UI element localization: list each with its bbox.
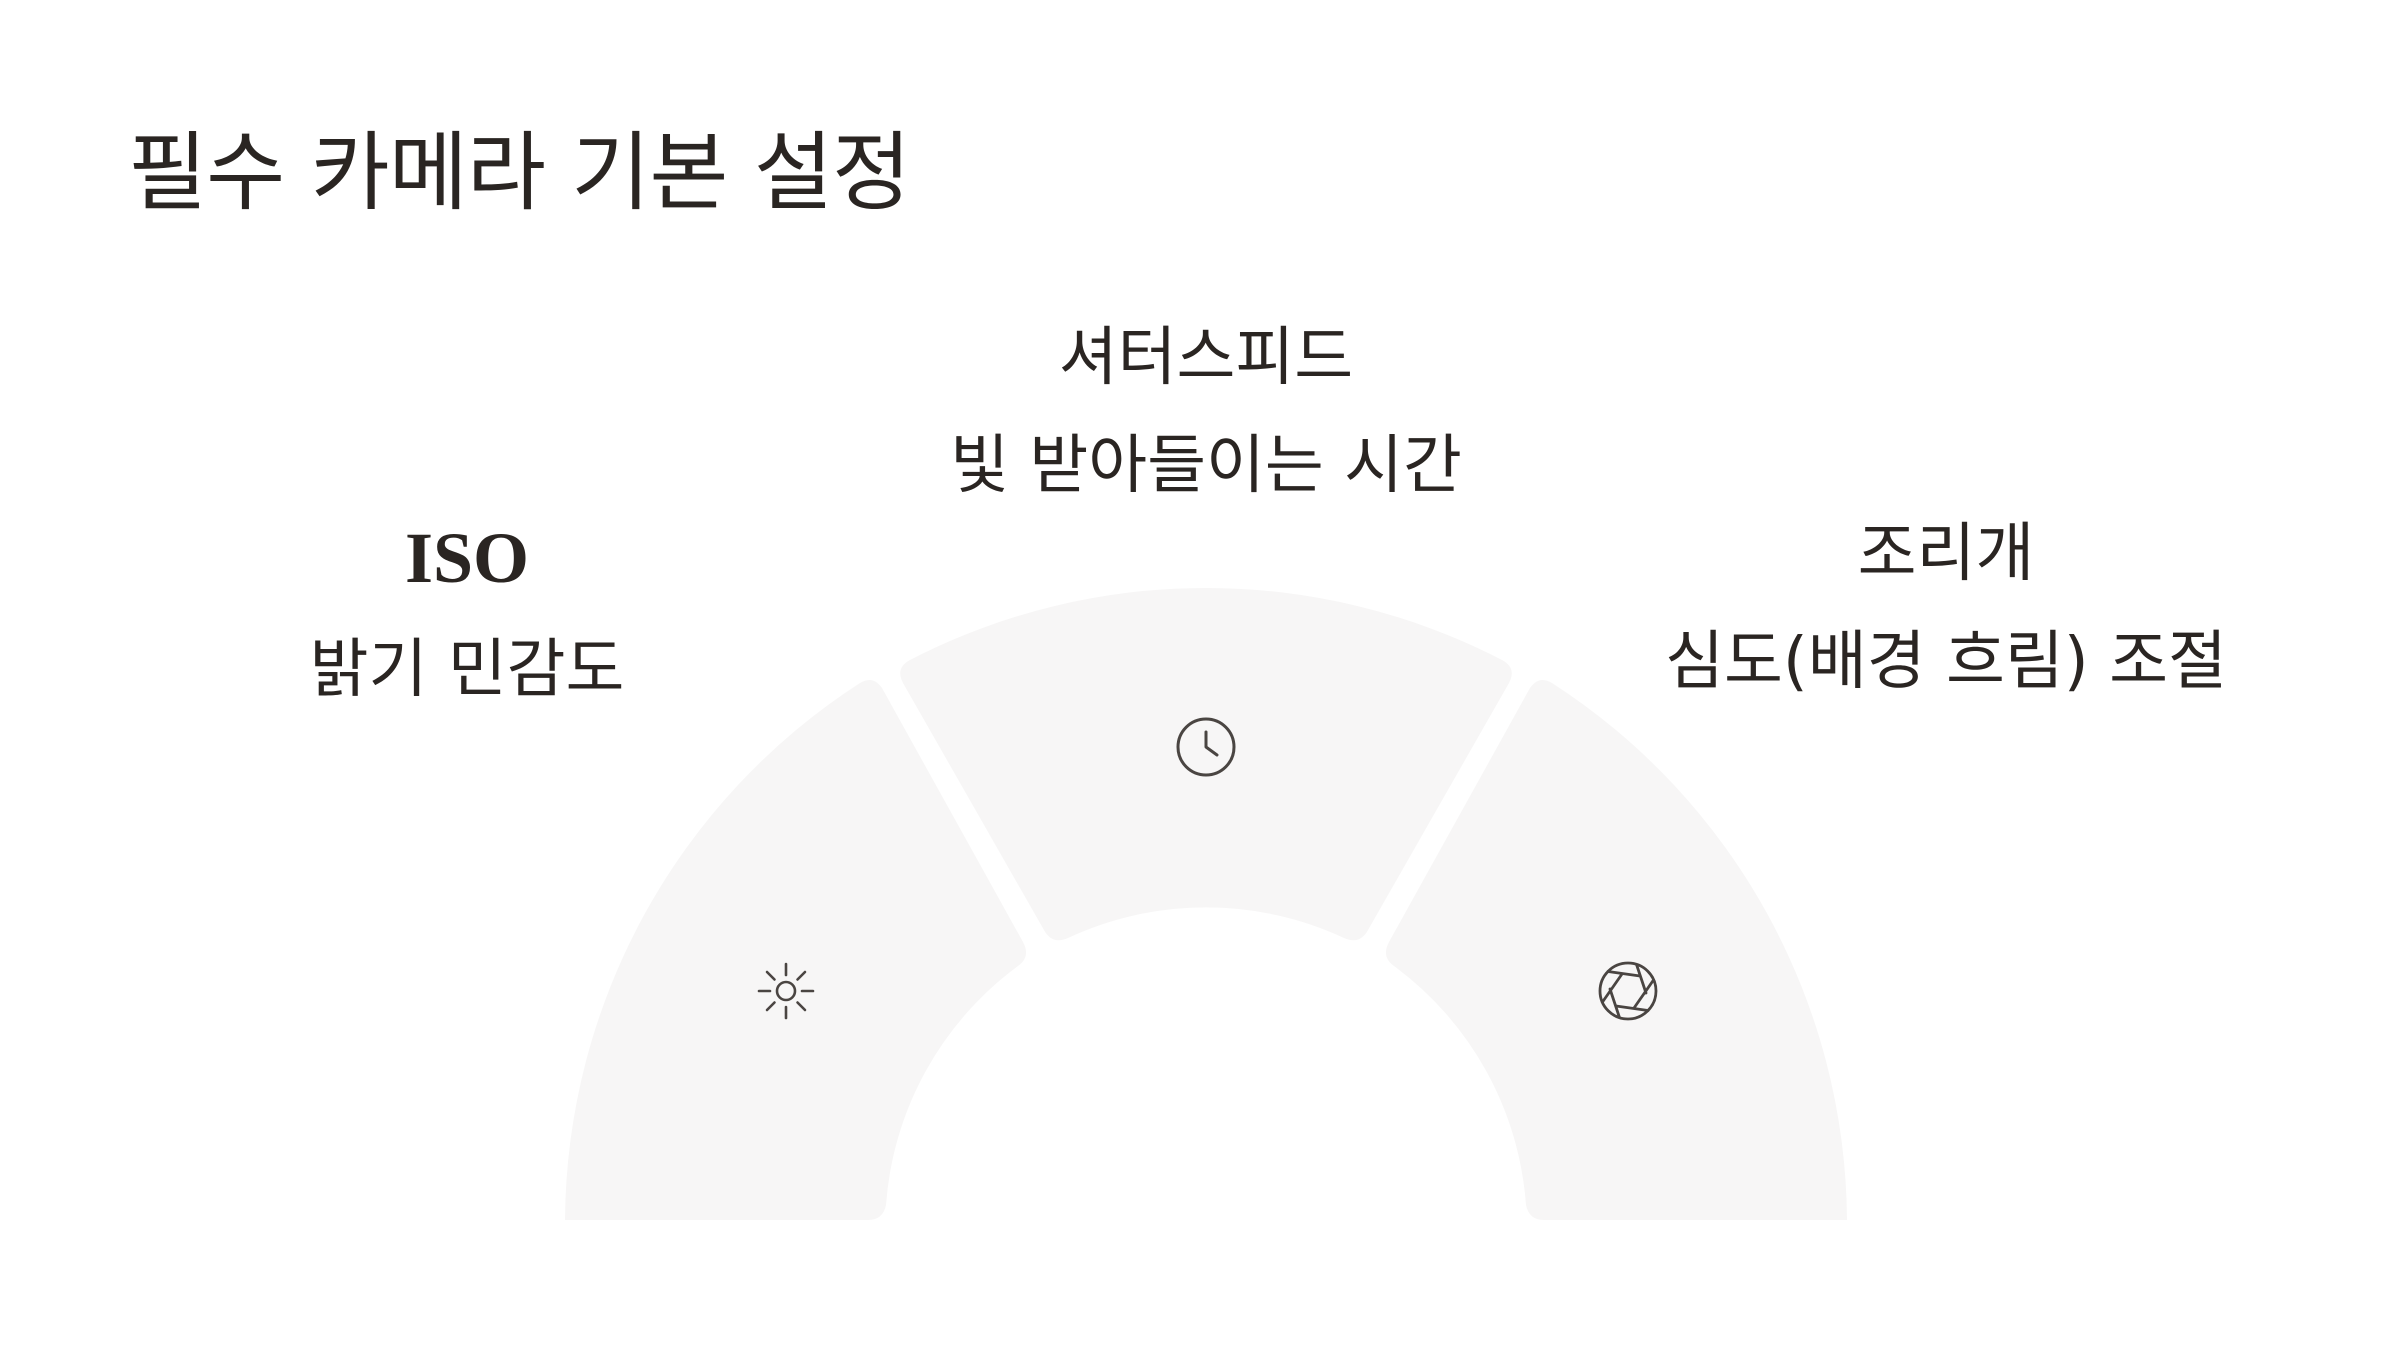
page-title: 필수 카메라 기본 설정 [128,123,911,223]
label-shutter-speed: 셔터스피드 빛 받아들이는 시간 [950,326,1462,498]
setting-name: ISO [404,518,530,598]
setting-name: 조리개 [1857,517,2035,591]
segment-shutter [900,587,1512,941]
setting-description: 밝기 민감도 [309,633,625,707]
clock-icon [1176,717,1236,777]
label-iso: ISO 밝기 민감도 [310,522,625,702]
label-aperture: 조리개 심도(배경 흐림) 조절 [1665,522,2227,694]
segment-aperture [1385,679,1847,1220]
setting-description: 심도(배경 흐림) 조절 [1665,625,2227,699]
setting-description: 빛 받아들이는 시간 [950,429,1462,503]
sun-icon [757,962,815,1020]
setting-name: 셔터스피드 [1058,321,1354,395]
aperture-icon [1598,961,1658,1021]
segment-iso [565,679,1027,1220]
